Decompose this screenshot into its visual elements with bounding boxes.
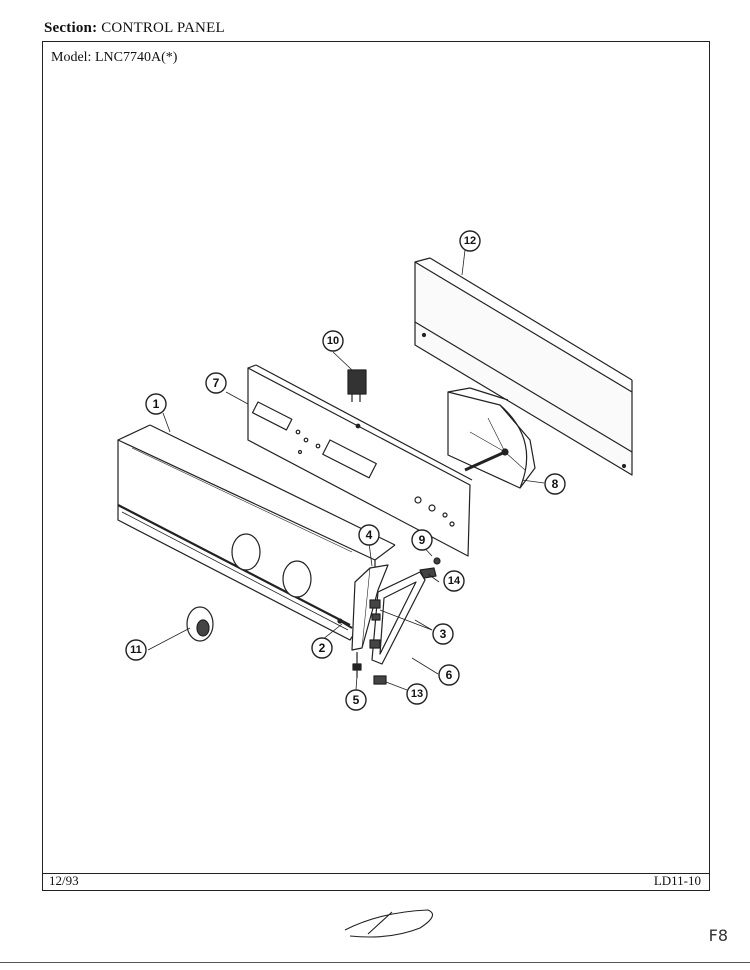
callout-label-11: 11 [130,644,142,656]
callout-circle-5 [345,689,367,711]
part-12-rear-panel [414,257,633,476]
callout-circle-13 [406,683,428,705]
callout-label-6: 6 [446,668,453,682]
callout-circle-9 [411,529,433,551]
handwritten-page-mark: F8 [708,926,728,945]
diagram-frame: Model: LNC7740A(*) 12/93 LD11-10 [42,41,710,891]
callout-label-14: 14 [448,575,461,587]
callout-circle-7 [205,372,227,394]
callout-circle-10 [322,330,344,352]
callout-circle-11 [125,639,147,661]
callout-circle-4 [358,524,380,546]
handwritten-initial-mark [344,909,434,938]
callout-circle-14 [443,570,465,592]
callout-label-10: 10 [327,335,339,347]
model-line: Model: LNC7740A(*) [51,50,177,66]
callout-circle-6 [438,664,460,686]
callout-label-1: 1 [153,397,160,411]
callout-circle-3 [432,623,454,645]
part-13-connector [373,675,387,685]
callout-circle-12 [459,230,481,252]
revision-date: 12/93 [49,873,79,888]
callout-label-3: 3 [440,627,447,641]
part-10-relay [347,369,367,402]
callout-circle-1 [145,393,167,415]
part-5-bolt [352,652,362,678]
callout-label-13: 13 [411,688,423,700]
callout-label-9: 9 [419,533,426,547]
leader-lines [147,249,545,691]
section-value: CONTROL PANEL [101,20,225,36]
part-9-nut [433,557,441,565]
part-7-control-plate [247,364,473,557]
part-6-switch-frame [369,571,433,665]
bottom-rule [0,962,750,963]
callout-label-2: 2 [319,641,326,655]
part-8-bracket [447,387,536,489]
page-code: LD11-10 [653,873,701,888]
section-label: Section: [44,20,98,36]
part-2-screw [337,618,353,629]
callout-label-5: 5 [353,693,360,707]
part-1-console [117,424,396,641]
callout-label-7: 7 [213,376,220,390]
callout-label-8: 8 [552,477,559,491]
callout-label-4: 4 [366,528,373,542]
model-label: Model: [51,50,92,65]
callout-circle-8 [544,473,566,495]
model-value: LNC7740A(*) [94,50,178,65]
part-11-knob [186,606,214,642]
callout-label-12: 12 [464,235,476,247]
callout-circle-2 [311,637,333,659]
frame-footer-divider [43,873,709,874]
part-14-clip [419,567,437,579]
section-title: Section: CONTROL PANEL [44,20,225,37]
